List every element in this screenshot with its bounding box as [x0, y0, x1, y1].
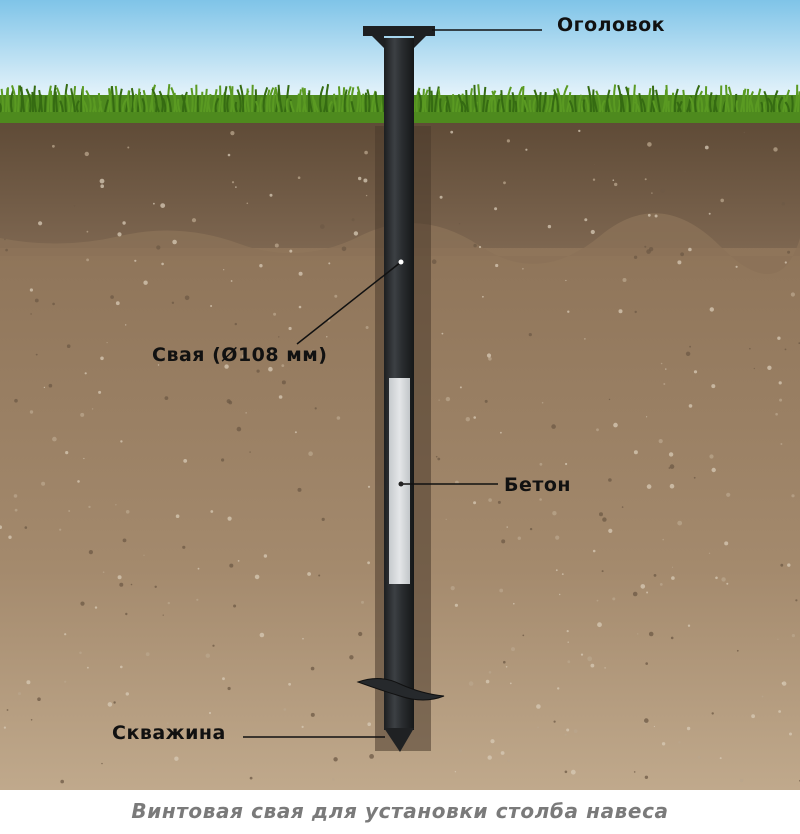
soil-pebbles [0, 129, 800, 784]
concrete-leader-dot [398, 481, 404, 487]
borehole-label: Скважина [112, 722, 226, 744]
concrete-label: Бетон [504, 474, 572, 496]
head-plate [363, 26, 435, 36]
head-gussets [372, 36, 426, 48]
pile-leader [296, 261, 402, 345]
helical-blade [356, 678, 445, 701]
concrete-fill [389, 378, 410, 584]
pile-label: Свая (Ø108 мм) [152, 344, 328, 366]
head-label: Оголовок [557, 14, 666, 36]
pile-tip [384, 728, 414, 752]
pile-leader-dot [398, 259, 404, 265]
figure-caption: Винтовая свая для установки столба навес… [131, 799, 669, 823]
pile-diagram [0, 0, 800, 790]
